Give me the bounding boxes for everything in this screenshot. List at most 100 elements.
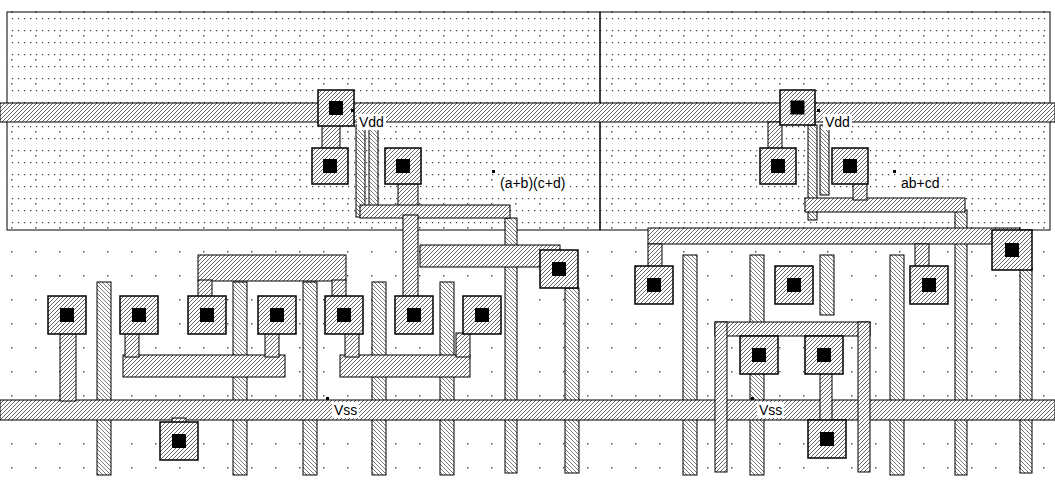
contact-hole bbox=[270, 308, 284, 322]
contact-cut bbox=[775, 266, 813, 304]
label-origin bbox=[893, 170, 896, 173]
contact-pad bbox=[312, 148, 348, 184]
contact-hole bbox=[475, 308, 489, 322]
contact-hole bbox=[552, 262, 566, 276]
metal-wire bbox=[648, 244, 662, 268]
poly-wire bbox=[97, 282, 111, 475]
contact-cut bbox=[385, 148, 421, 184]
contact-pad bbox=[160, 422, 198, 460]
metal-wire bbox=[123, 355, 285, 377]
metal-wire bbox=[198, 255, 346, 281]
signal-label: (a+b)(c+d) bbox=[498, 175, 567, 191]
contact-pad bbox=[395, 296, 433, 334]
contact-cut bbox=[780, 90, 815, 125]
contact-pad bbox=[808, 420, 846, 458]
contact-pad bbox=[385, 148, 421, 184]
contact-hole bbox=[407, 308, 421, 322]
poly-wire bbox=[820, 255, 834, 315]
contact-cut bbox=[805, 336, 843, 374]
metal-wire bbox=[360, 205, 510, 218]
contact-cut bbox=[540, 250, 578, 288]
metal-wire bbox=[420, 245, 560, 267]
contact-pad bbox=[775, 266, 813, 304]
poly-wire bbox=[303, 282, 317, 475]
contact-cut bbox=[740, 336, 778, 374]
contact-pad bbox=[318, 90, 354, 126]
contact-pad bbox=[635, 266, 673, 304]
poly-wire bbox=[233, 282, 247, 475]
contact-pad bbox=[540, 250, 578, 288]
contact-pad bbox=[740, 336, 778, 374]
metal-wire bbox=[403, 215, 418, 297]
contact-hole bbox=[337, 308, 351, 322]
contact-cut bbox=[832, 148, 868, 184]
poly-wire bbox=[372, 282, 386, 475]
contact-pad bbox=[910, 266, 948, 304]
poly-wire bbox=[565, 288, 579, 473]
metal-wire bbox=[60, 333, 76, 401]
contact-hole bbox=[922, 278, 936, 292]
poly-wire bbox=[440, 282, 454, 475]
poly-wire bbox=[820, 125, 829, 195]
contact-pad bbox=[832, 148, 868, 184]
contact-pad bbox=[992, 230, 1032, 270]
contact-hole bbox=[791, 101, 805, 115]
contact-hole bbox=[843, 159, 857, 173]
contact-cut bbox=[258, 296, 296, 334]
metal-wire bbox=[858, 322, 870, 472]
metal-wire bbox=[265, 333, 279, 357]
contact-hole bbox=[752, 348, 766, 362]
contact-cut bbox=[48, 296, 86, 334]
contact-cut bbox=[992, 230, 1032, 270]
metal-wire bbox=[805, 198, 965, 212]
metal-wire bbox=[456, 333, 470, 357]
contact-hole bbox=[1005, 243, 1019, 257]
contact-pad bbox=[463, 296, 501, 334]
contact-cut bbox=[120, 296, 158, 334]
contact-pad bbox=[760, 148, 796, 184]
contact-pad bbox=[805, 336, 843, 374]
contact-cut bbox=[188, 296, 226, 334]
label-origin bbox=[751, 397, 754, 400]
poly-wire bbox=[683, 255, 697, 475]
contact-pad bbox=[325, 296, 363, 334]
contact-cut bbox=[635, 266, 673, 304]
contact-hole bbox=[323, 159, 337, 173]
contact-cut bbox=[760, 148, 796, 184]
contact-cut bbox=[808, 420, 846, 458]
label-origin bbox=[326, 397, 329, 400]
metal-wire bbox=[340, 355, 470, 377]
metal-wire bbox=[0, 400, 1055, 420]
contact-pad bbox=[780, 90, 815, 125]
signal-label: Vdd bbox=[823, 114, 852, 130]
contact-cut bbox=[160, 422, 198, 460]
metal-wire bbox=[820, 372, 832, 422]
contact-pad bbox=[258, 296, 296, 334]
poly-wire bbox=[369, 125, 378, 217]
poly-wire bbox=[890, 255, 904, 475]
contact-pad bbox=[120, 296, 158, 334]
contact-hole bbox=[771, 159, 785, 173]
label-origin bbox=[492, 170, 495, 173]
contact-pad bbox=[188, 296, 226, 334]
metal-wire bbox=[125, 333, 139, 357]
signal-label: Vdd bbox=[357, 114, 386, 130]
contact-cut bbox=[312, 148, 348, 184]
contact-hole bbox=[787, 278, 801, 292]
label-origin bbox=[817, 109, 820, 112]
contact-hole bbox=[200, 308, 214, 322]
metal-wire bbox=[715, 322, 870, 336]
contact-cut bbox=[463, 296, 501, 334]
poly-wire bbox=[955, 210, 967, 475]
contact-cut bbox=[395, 296, 433, 334]
contact-hole bbox=[396, 159, 410, 173]
metal-wire bbox=[715, 322, 727, 472]
contact-pad bbox=[48, 296, 86, 334]
contact-hole bbox=[132, 308, 146, 322]
contact-hole bbox=[329, 101, 343, 115]
contact-cut bbox=[910, 266, 948, 304]
signal-label: ab+cd bbox=[899, 175, 942, 191]
